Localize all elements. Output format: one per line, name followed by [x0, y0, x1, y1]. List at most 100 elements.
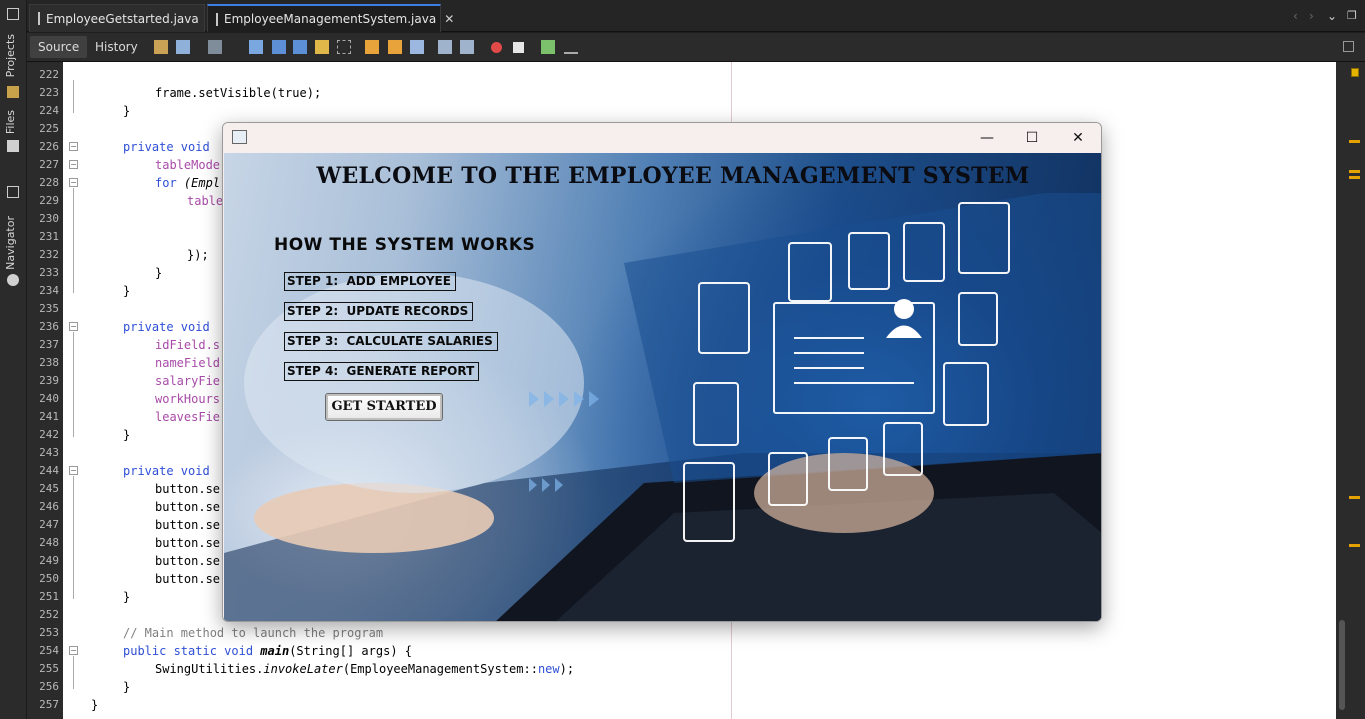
tab-employee-getstarted[interactable]: EmployeeGetstarted.java ✕: [29, 4, 217, 32]
code-line-236: private void: [123, 320, 210, 334]
window-title-bar[interactable]: — ☐ ✕: [223, 123, 1101, 152]
document-icons: [683, 202, 1010, 542]
line-number: 232: [39, 248, 59, 261]
fold-toggle[interactable]: −: [69, 466, 78, 475]
maximize-button[interactable]: ☐: [1025, 130, 1039, 146]
line-number: 241: [39, 410, 59, 423]
select-icon[interactable]: [337, 40, 351, 54]
line-number: 253: [39, 626, 59, 639]
line-number: 243: [39, 446, 59, 459]
employee-management-window[interactable]: — ☐ ✕: [222, 122, 1102, 622]
line-number: 249: [39, 554, 59, 567]
error-stripe-marker[interactable]: [1349, 176, 1360, 179]
stop-macro-icon[interactable]: [513, 42, 524, 53]
java-app-icon: [232, 130, 247, 144]
error-stripe-marker[interactable]: [1349, 140, 1360, 143]
fold-toggle[interactable]: −: [69, 160, 78, 169]
scroll-thumb[interactable]: [1339, 620, 1345, 710]
fold-toggle[interactable]: −: [69, 646, 78, 655]
code-line-251: }: [123, 590, 131, 604]
line-number: 244: [39, 464, 59, 477]
document-icon: [768, 452, 808, 506]
code-line-248: button.se: [155, 536, 221, 550]
right-hand: [754, 453, 934, 533]
how-it-works-heading: HOW THE SYSTEM WORKS: [274, 235, 536, 255]
history-button[interactable]: History: [95, 40, 138, 54]
document-icon: [958, 292, 998, 346]
code-line-226: private void: [123, 140, 210, 154]
document-icon: [903, 222, 945, 282]
shift-left-icon[interactable]: [438, 40, 452, 54]
tab-label: EmployeeGetstarted.java: [46, 11, 199, 26]
line-number: 238: [39, 356, 59, 369]
restore-icon[interactable]: [7, 186, 19, 198]
previous-bookmark-icon[interactable]: [365, 40, 379, 54]
fold-guide: [73, 656, 74, 689]
warning-marker-icon[interactable]: [1351, 68, 1359, 77]
close-button[interactable]: ✕: [1072, 130, 1084, 146]
line-number: 251: [39, 590, 59, 603]
error-stripe-marker[interactable]: [1349, 496, 1360, 499]
toggle-highlight-icon[interactable]: [315, 40, 329, 54]
chevron-right-icon[interactable]: ›: [1309, 9, 1314, 23]
code-line-238: nameField: [155, 356, 221, 370]
get-started-button[interactable]: GET STARTED: [325, 393, 443, 421]
line-number: 222: [39, 68, 59, 81]
code-line-223: frame.setVisible(true);: [155, 86, 322, 100]
forward-icon[interactable]: [208, 40, 222, 54]
record-macro-icon[interactable]: [491, 42, 502, 53]
projects-tab[interactable]: Projects: [4, 34, 17, 78]
line-number: 255: [39, 662, 59, 675]
line-number: 239: [39, 374, 59, 387]
line-number: 236: [39, 320, 59, 333]
java-file-icon: [216, 12, 218, 26]
line-number: 250: [39, 572, 59, 585]
vertical-scrollbar[interactable]: [1336, 62, 1365, 719]
document-icon: [943, 362, 989, 426]
fold-guide: [73, 80, 74, 113]
chevron-down-icon[interactable]: ⌄: [1327, 9, 1338, 23]
toggle-bookmark-icon[interactable]: [410, 40, 424, 54]
code-line-245: button.se: [155, 482, 221, 496]
fold-toggle[interactable]: −: [69, 178, 78, 187]
line-number: 230: [39, 212, 59, 225]
find-icon[interactable]: [249, 40, 263, 54]
comment-icon[interactable]: [564, 40, 578, 54]
line-number: 228: [39, 176, 59, 189]
code-line-255: SwingUtilities.invokeLater(EmployeeManag…: [155, 662, 575, 676]
error-stripe-marker[interactable]: [1349, 170, 1360, 173]
code-line-233: }: [155, 266, 163, 280]
restore-window-icon[interactable]: ❐: [1347, 9, 1357, 22]
chevron-left-icon[interactable]: ‹: [1293, 9, 1298, 23]
back-icon[interactable]: [176, 40, 190, 54]
check-icon[interactable]: [541, 40, 555, 54]
find-previous-icon[interactable]: [272, 40, 286, 54]
left-hand: [254, 483, 494, 553]
line-number: 235: [39, 302, 59, 315]
code-line-237: idField.s: [155, 338, 221, 352]
last-edit-icon[interactable]: [154, 40, 168, 54]
shift-right-icon[interactable]: [460, 40, 474, 54]
step-3-label: STEP 3: CALCULATE SALARIES: [284, 332, 498, 351]
source-button[interactable]: Source: [30, 36, 88, 58]
find-next-icon[interactable]: [293, 40, 307, 54]
navigator-tab[interactable]: Navigator: [4, 216, 17, 270]
line-number: 227: [39, 158, 59, 171]
line-number: 225: [39, 122, 59, 135]
close-icon[interactable]: ✕: [444, 12, 455, 26]
minimize-button[interactable]: —: [980, 130, 994, 146]
fold-toggle[interactable]: −: [69, 142, 78, 151]
next-bookmark-icon[interactable]: [388, 40, 402, 54]
code-line-234: }: [123, 284, 131, 298]
tab-employee-management-system[interactable]: EmployeeManagementSystem.java ✕: [207, 4, 454, 32]
code-line-239: salaryFie: [155, 374, 221, 388]
shirt-sleeve: [244, 273, 584, 493]
expand-icon[interactable]: [1343, 41, 1354, 52]
files-tab[interactable]: Files: [4, 110, 17, 135]
document-icon: [848, 232, 890, 290]
editor-tab-bar: EmployeeGetstarted.java ✕ EmployeeManage…: [27, 0, 1365, 32]
code-line-232: });: [187, 248, 209, 262]
fold-toggle[interactable]: −: [69, 322, 78, 331]
error-stripe-marker[interactable]: [1349, 544, 1360, 547]
restore-icon[interactable]: [7, 8, 19, 20]
